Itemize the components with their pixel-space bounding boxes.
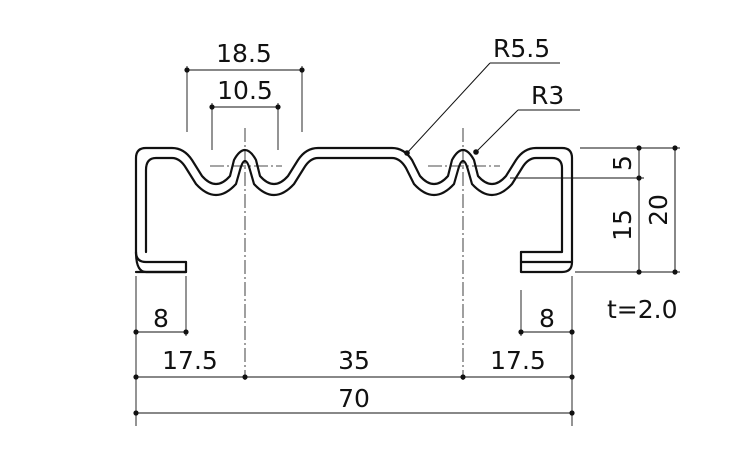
profile-left-lip: [134, 250, 188, 274]
dim-dot: [569, 410, 575, 416]
dim-dot: [569, 329, 575, 335]
dim-dot: [299, 67, 305, 73]
dim-dot: [133, 329, 139, 335]
leader-r3: [475, 109, 519, 153]
dim-label-lip-left: 8: [153, 304, 169, 333]
dim-label-center-span: 35: [338, 346, 370, 375]
dim-dot: [133, 374, 139, 380]
dim-dot: [636, 145, 642, 151]
dim-dot: [569, 374, 575, 380]
profile-inner-line: [134, 156, 564, 274]
dim-dot: [672, 145, 678, 151]
leader-r5-5: [406, 62, 491, 154]
dim-label-18-5: 18.5: [216, 39, 272, 68]
radius-label-r5-5: R5.5: [493, 34, 550, 63]
dim-dot: [636, 269, 642, 275]
dim-dot: [636, 175, 642, 181]
profile-outer-line: [134, 146, 574, 264]
dim-dot: [242, 374, 248, 380]
dim-label-lip-right: 8: [539, 304, 555, 333]
radius-label-r3: R3: [531, 81, 564, 110]
dim-dot: [460, 374, 466, 380]
dim-dot: [133, 410, 139, 416]
dim-dot: [184, 67, 190, 73]
dim-label-15: 15: [608, 209, 637, 241]
leader-dot-r5-5: [404, 150, 410, 156]
dim-dot: [518, 329, 524, 335]
dim-label-overall: 70: [338, 384, 370, 413]
dim-label-5: 5: [608, 155, 637, 171]
dim-label-10-5: 10.5: [217, 76, 273, 105]
leader-dot-r3: [473, 149, 479, 155]
dim-label-offset-right: 17.5: [490, 346, 546, 375]
profile-right-lip: [519, 250, 574, 274]
dim-dot: [275, 104, 281, 110]
dim-dot: [672, 269, 678, 275]
dim-dot: [183, 329, 189, 335]
dim-dot: [209, 104, 215, 110]
dim-label-20: 20: [644, 194, 673, 226]
dim-label-offset-left: 17.5: [162, 346, 218, 375]
thickness-note: t=2.0: [607, 295, 678, 324]
